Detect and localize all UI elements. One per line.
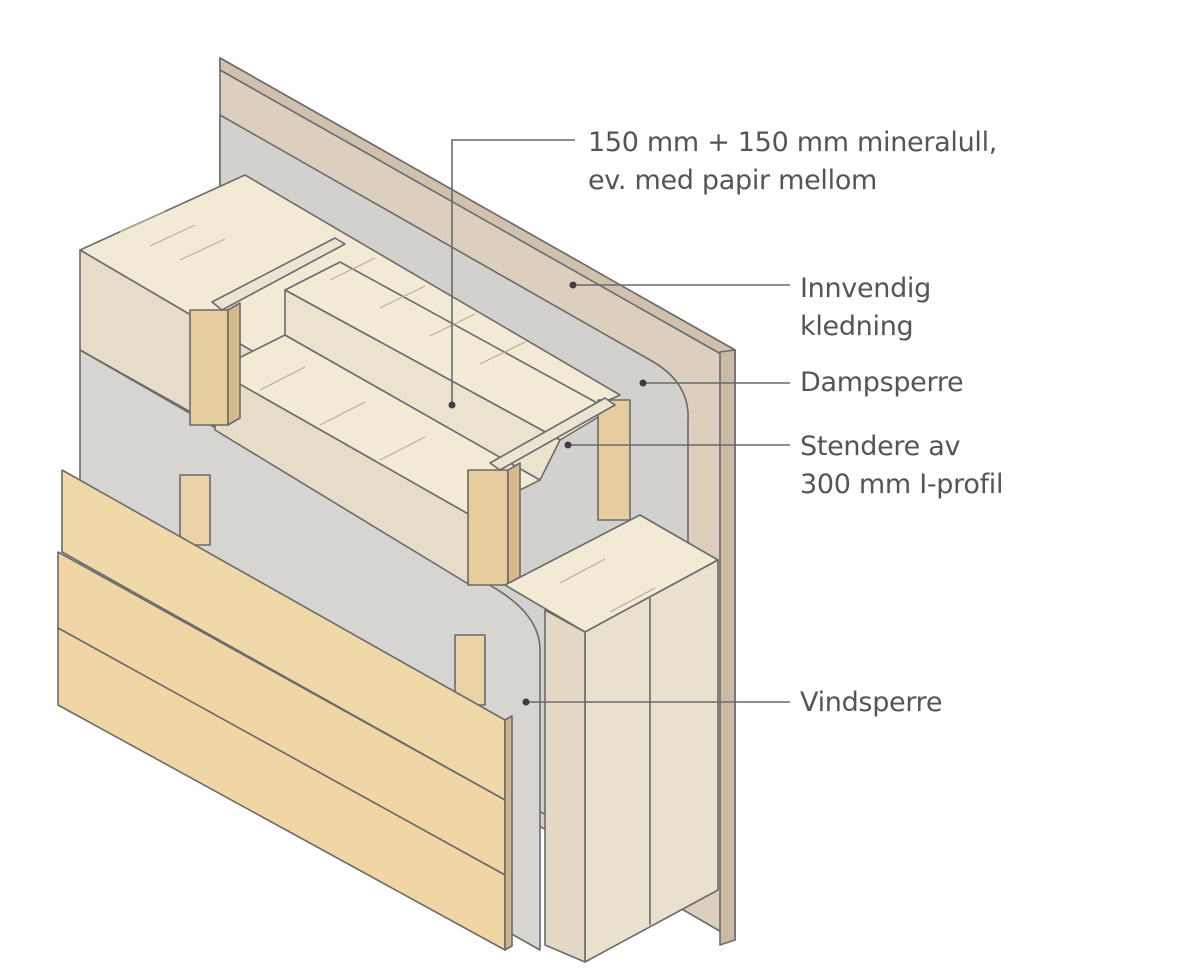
label-studs: Stendere av 300 mm I-profil [800, 428, 1003, 504]
label-insulation: 150 mm + 150 mm mineralull, ev. med papi… [588, 124, 997, 200]
mineral-wool-right [504, 514, 719, 963]
leader-wind-barrier [522, 698, 790, 706]
label-studs-line2: 300 mm I-profil [800, 469, 1004, 500]
leader-insulation [448, 139, 575, 409]
leader-interior-cladding [569, 281, 790, 289]
stud-left [189, 237, 346, 426]
label-interior-cladding-line2: kledning [800, 311, 914, 342]
mineral-wool-middle [214, 261, 611, 586]
label-interior-cladding: Innvendig kledning [800, 270, 931, 346]
label-vapor-barrier: Dampsperre [800, 364, 964, 402]
battens [179, 474, 486, 706]
exterior-cladding [57, 469, 513, 951]
label-vapor-barrier-line1: Dampsperre [800, 367, 964, 398]
label-studs-line1: Stendere av [800, 431, 961, 462]
leader-vapor-barrier [639, 379, 790, 387]
label-wind-barrier: Vindsperre [800, 684, 943, 722]
label-insulation-line2: ev. med papir mellom [588, 165, 878, 196]
label-insulation-line1: 150 mm + 150 mm mineralull, [588, 127, 998, 158]
label-interior-cladding-line1: Innvendig [800, 273, 931, 304]
label-wind-barrier-line1: Vindsperre [800, 687, 943, 718]
leader-studs [564, 441, 790, 449]
